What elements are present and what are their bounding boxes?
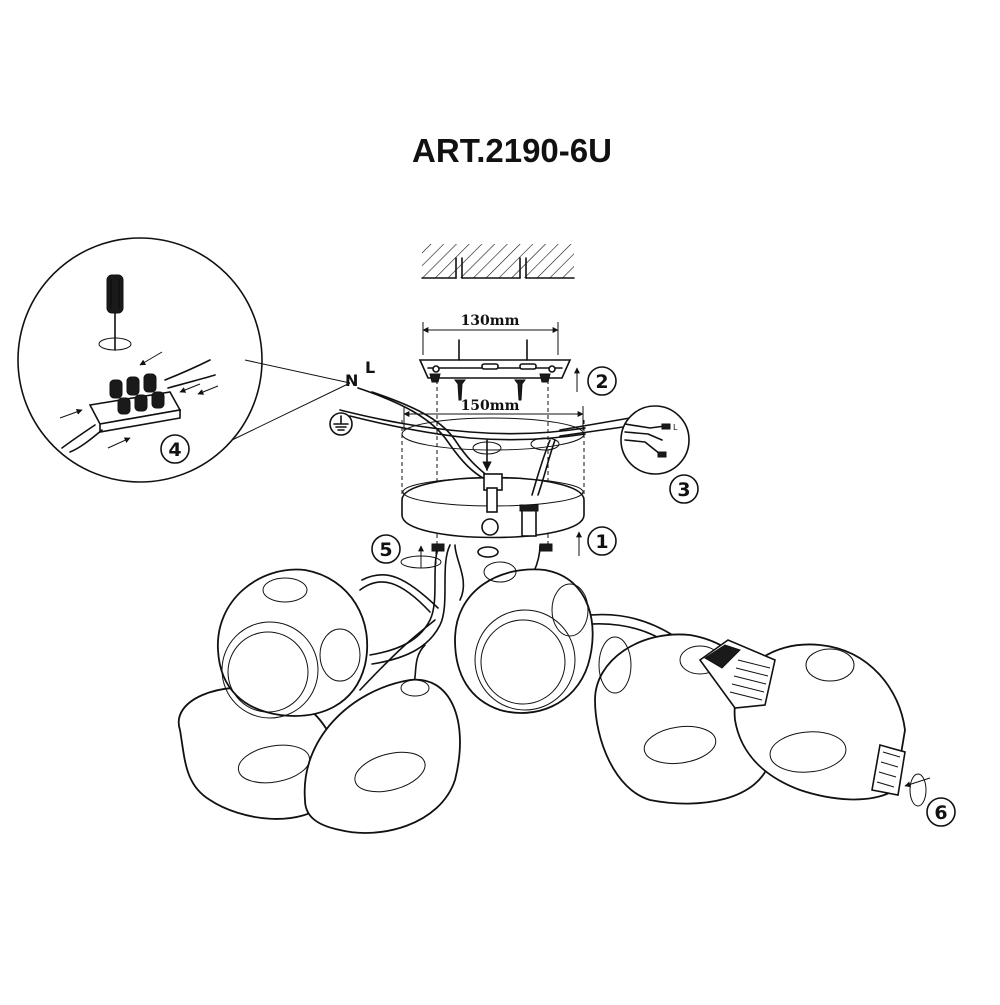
ceiling bbox=[421, 244, 575, 279]
bracket-dimension: 130mm bbox=[422, 313, 559, 355]
svg-text:3: 3 bbox=[677, 479, 690, 501]
screwdriver-icon bbox=[98, 274, 132, 351]
bulb-ring bbox=[871, 743, 931, 807]
terminal-block-icon bbox=[59, 351, 219, 453]
svg-text:2: 2 bbox=[595, 371, 608, 393]
step-marker-2: 2 bbox=[587, 366, 617, 396]
step-marker-1: 1 bbox=[587, 526, 617, 556]
svg-text:5: 5 bbox=[379, 539, 392, 561]
bracket-width-label: 130mm bbox=[461, 313, 520, 329]
diagram-title: ART.2190-6U bbox=[412, 132, 612, 169]
canopy-width-label: 150mm bbox=[461, 398, 520, 414]
canopy-body bbox=[401, 439, 585, 539]
live-wire-label: L bbox=[365, 358, 375, 377]
svg-text:6: 6 bbox=[934, 802, 947, 824]
canopy-dimension: 150mm bbox=[403, 398, 584, 430]
rotate-ring-step5 bbox=[400, 555, 442, 569]
lamp-socket bbox=[698, 639, 776, 709]
step-marker-3: 3 bbox=[669, 474, 699, 504]
lamp-shade-front-center bbox=[454, 561, 594, 714]
mounting-bracket bbox=[418, 339, 572, 401]
step-marker-5: 5 bbox=[371, 534, 401, 564]
wire-detail-callout: L bbox=[620, 405, 690, 475]
neutral-wire-label: N bbox=[345, 371, 358, 390]
svg-text:4: 4 bbox=[168, 439, 181, 461]
lamp-shade-back-center bbox=[303, 678, 461, 834]
step-marker-6: 6 bbox=[926, 797, 956, 827]
canopy-bolts bbox=[431, 543, 553, 558]
ground-symbol-icon bbox=[329, 412, 353, 436]
detail-live-label: L bbox=[673, 423, 678, 432]
step-marker-4: 4 bbox=[160, 434, 190, 464]
rotate-arrow-icon bbox=[472, 437, 560, 471]
svg-text:1: 1 bbox=[595, 531, 608, 553]
lamp-shade-right-outer bbox=[733, 643, 906, 801]
lamp-shade-front-left bbox=[217, 568, 369, 719]
